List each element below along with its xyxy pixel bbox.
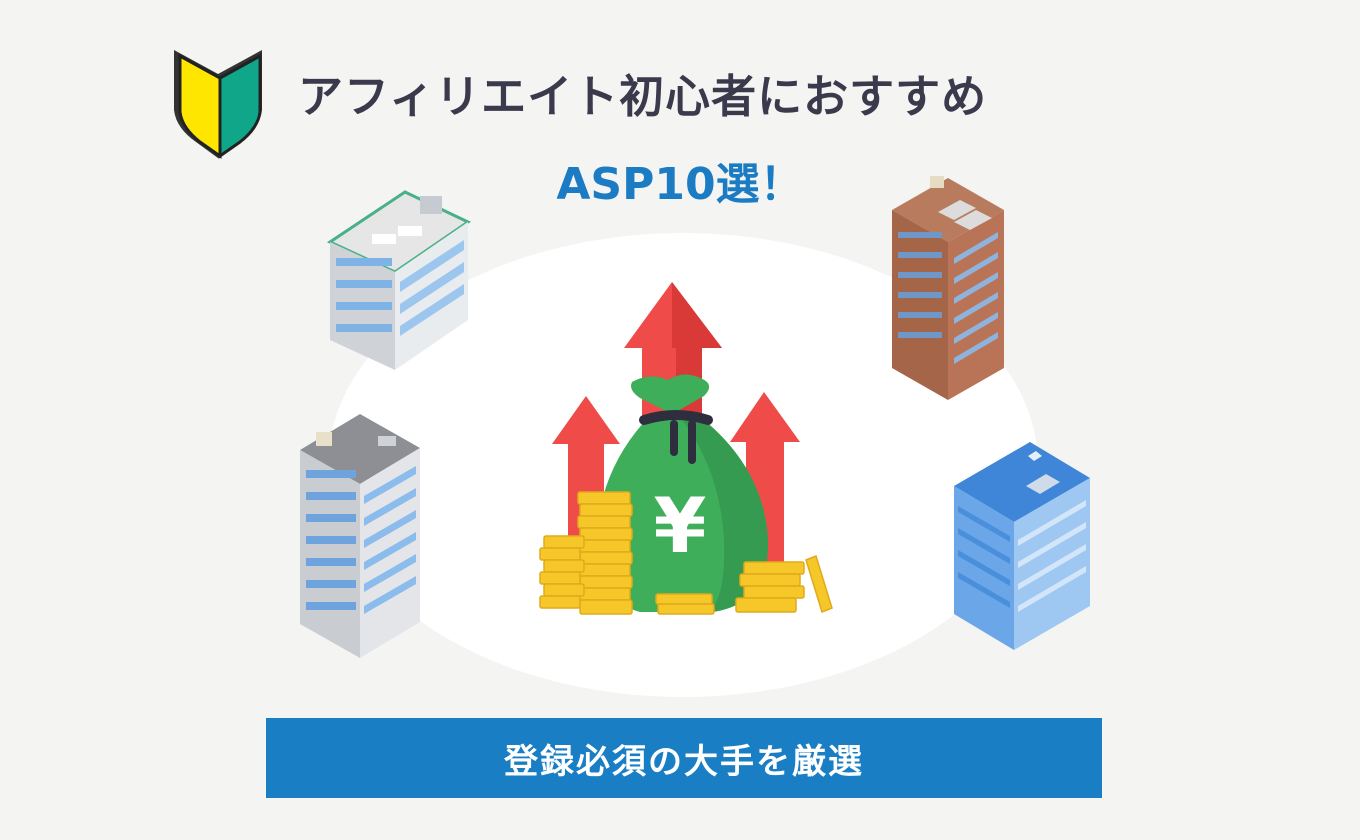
- title-line-2: ASP10選！: [556, 159, 804, 210]
- building-icon: [326, 190, 471, 370]
- building-icon: [300, 414, 420, 658]
- building-icon: [892, 176, 1004, 400]
- banner-label: 登録必須の大手を厳選: [504, 741, 864, 782]
- coin-stack-icon: [735, 555, 833, 613]
- banner: 登録必須の大手を厳選: [266, 718, 1102, 798]
- title-line-1: アフィリエイト初心者におすすめ: [298, 70, 988, 123]
- yen-symbol: ¥: [654, 481, 707, 570]
- coin-stack-icon: [577, 491, 633, 615]
- coin-stack-icon: [655, 593, 715, 615]
- shoshinsha-mark-icon: [174, 50, 262, 159]
- building-icon: [954, 442, 1090, 650]
- coin-stack-icon: [539, 535, 585, 609]
